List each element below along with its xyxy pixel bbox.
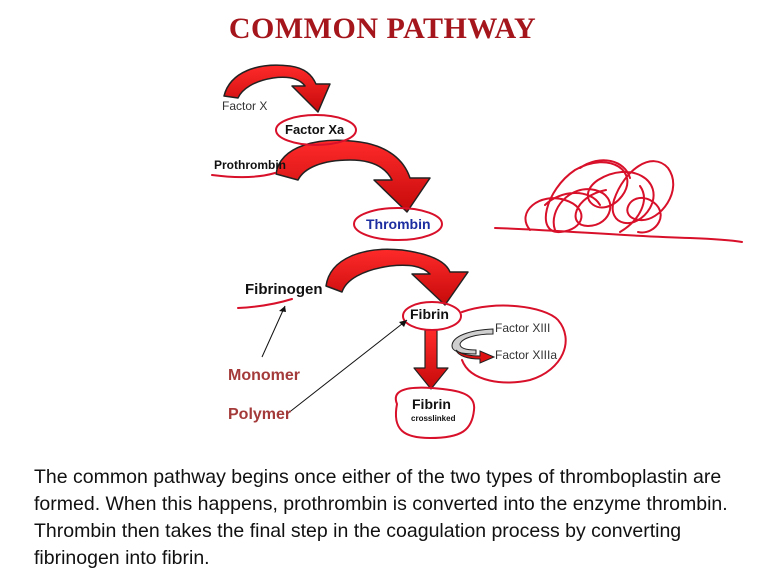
underline-prothrombin xyxy=(211,172,276,179)
down-arrow xyxy=(413,329,449,390)
label-factor-xa: Factor Xa xyxy=(285,122,345,137)
polymer-pointer xyxy=(286,319,408,415)
ink-annotations xyxy=(211,114,743,440)
curved-arrow-1 xyxy=(223,64,331,113)
caption-text: The common pathway begins once either of… xyxy=(34,466,728,569)
label-fibrinogen: Fibrinogen xyxy=(245,281,323,298)
monomer-pointer-head xyxy=(279,306,286,312)
factor-xiiia-arrow xyxy=(455,349,496,364)
underline-fibrinogen xyxy=(237,298,293,309)
circle-factor-xiii xyxy=(461,304,567,384)
label-factor-xiiia: Factor XIIIa xyxy=(495,348,558,362)
label-prothrombin: Prothrombin xyxy=(214,158,286,172)
circle-thrombin xyxy=(353,207,443,241)
monomer-pointer xyxy=(261,305,286,358)
fibrin-mesh-tangle xyxy=(524,159,675,234)
label-fibrin-crosslinked: Fibrin xyxy=(412,396,451,412)
fibrin-mesh-line xyxy=(494,227,743,243)
label-crosslinked: crosslinked xyxy=(411,414,456,423)
label-fibrin: Fibrin xyxy=(410,306,449,322)
page-title: COMMON PATHWAY xyxy=(228,12,537,45)
label-factor-x: Factor X xyxy=(222,99,268,113)
label-thrombin: Thrombin xyxy=(366,216,431,232)
circle-fibrin-crosslinked xyxy=(394,386,476,440)
curved-arrow-2 xyxy=(275,139,431,213)
circle-fibrin xyxy=(402,301,462,331)
annotation-polymer: Polymer xyxy=(228,406,292,423)
factor-xiii-arrow xyxy=(451,328,494,355)
polymer-pointer-head xyxy=(399,320,407,327)
circle-factor-xa xyxy=(275,114,357,146)
label-factor-xiii: Factor XIII xyxy=(495,321,551,335)
annotation-monomer: Monomer xyxy=(228,367,300,384)
curved-arrow-3 xyxy=(325,248,469,306)
